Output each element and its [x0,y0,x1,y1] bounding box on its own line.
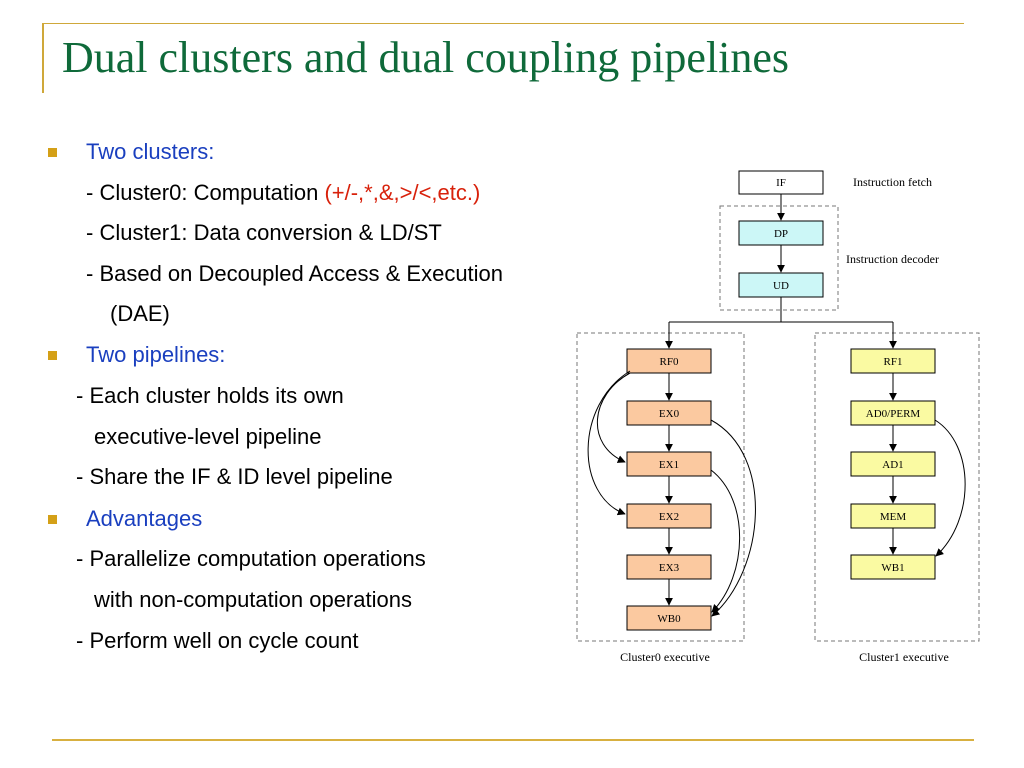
slide-title: Dual clusters and dual coupling pipeline… [62,33,790,82]
cluster0-group-border [576,332,745,642]
bullet-marker [48,351,57,360]
bullet-line: - Cluster0: Computation (+/-,*,&,>/<,etc… [86,180,480,206]
bullet-line: - Cluster1: Data conversion & LD/ST [86,220,442,245]
stage-wb1: WB1 [850,554,936,580]
stage-ex1: EX1 [626,451,712,477]
stage-wb0-label: WB0 [657,613,681,625]
stage-ad1: AD1 [850,451,936,477]
bypass-ad0-wb1 [934,419,966,557]
operator-highlight: (+/-,*,&,>/<,etc.) [324,180,481,205]
instruction-fetch-label: Instruction fetch [853,175,932,189]
bullet-line: executive-level pipeline [94,424,322,449]
bypass-rf0-ex1 [597,372,631,463]
stage-rf0-label: RF0 [660,356,679,368]
stage-rf0: RF0 [626,348,712,374]
stage-ex2-label: EX2 [659,511,679,523]
stage-ad1-label: AD1 [882,459,903,471]
bullet-line: - Based on Decoupled Access & Execution [86,261,504,286]
bypass-rf0-ex2 [587,370,631,516]
stage-ex2: EX2 [626,503,712,529]
stage-ex3: EX3 [626,554,712,580]
stage-ud: UD [738,272,824,298]
stage-rf1: RF1 [850,348,936,374]
cluster0-stages: RF0 EX0 EX1 EX2 EX3 WB0 [626,348,712,631]
stage-if-label: IF [776,177,786,189]
bullet-heading-clusters: Two clusters: [86,139,215,164]
cluster1-caption: Cluster1 executive [859,650,949,664]
stage-mem-label: MEM [880,511,907,523]
instruction-decoder-label: Instruction decoder [846,252,939,266]
stage-dp: DP [738,220,824,246]
bullet-line-text: - Cluster0: Computation [86,180,325,205]
bullet-line: (DAE) [110,301,170,326]
cluster1-group-border [814,332,980,642]
stage-wb0: WB0 [626,605,712,631]
bullet-line: - Each cluster holds its own [76,383,344,408]
bullet-heading-pipelines: Two pipelines: [86,342,226,367]
stage-mem: MEM [850,503,936,529]
bypass-ex0-wb0 [710,419,756,617]
bypass-ex1-wb0 [710,469,741,613]
stage-ad0perm: AD0/PERM [850,400,936,426]
stage-ad0perm-label: AD0/PERM [866,408,921,420]
stage-ex3-label: EX3 [659,562,680,574]
top-rule [42,23,964,24]
bullet-marker [48,515,57,524]
stage-ud-label: UD [773,280,789,292]
left-rule [42,23,44,93]
bullet-heading-advantages: Advantages [86,506,203,531]
stage-wb1-label: WB1 [881,562,904,574]
stage-rf1-label: RF1 [884,356,903,368]
cluster0-caption: Cluster0 executive [620,650,710,664]
decoder-group-border [719,205,839,311]
stage-ex0-label: EX0 [659,408,680,420]
stage-ex1-label: EX1 [659,459,679,471]
bullet-line: - Share the IF & ID level pipeline [76,464,393,489]
stage-ex0: EX0 [626,400,712,426]
bullet-line: - Parallelize computation operations [76,546,426,571]
bullet-line: - Perform well on cycle count [76,628,359,653]
bullet-marker [48,148,57,157]
stage-dp-label: DP [774,228,788,240]
bullet-line: with non-computation operations [94,587,412,612]
bottom-rule [52,739,974,741]
stage-if: IF [738,170,824,195]
